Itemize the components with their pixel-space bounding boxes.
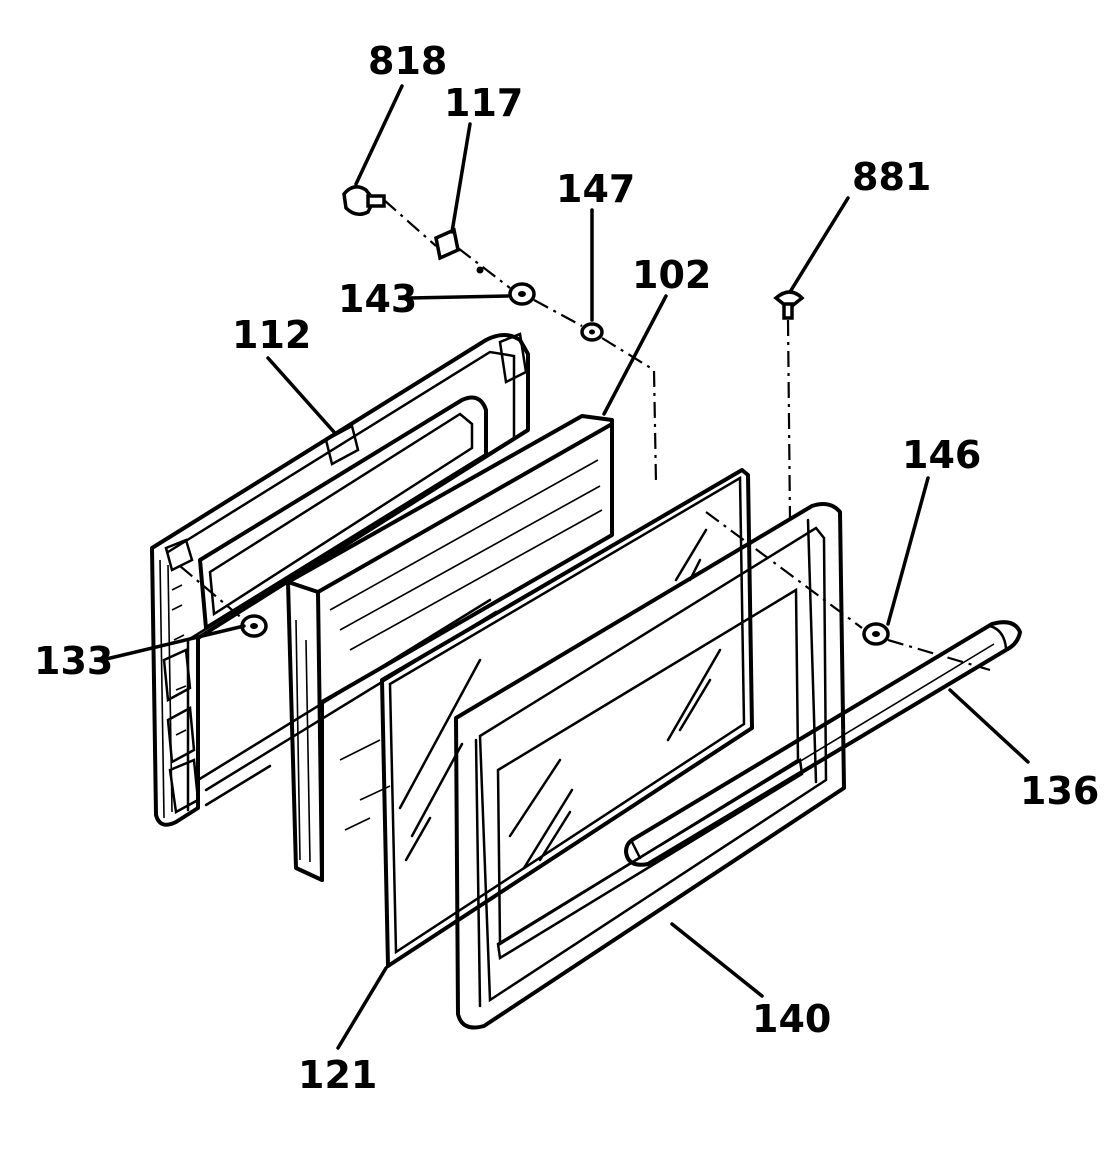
clip-117 <box>434 227 460 261</box>
callout-102: 102 <box>632 253 711 297</box>
callout-136: 136 <box>1020 769 1099 813</box>
door-handle-136 <box>624 620 1022 867</box>
outer-door-frame-140 <box>454 502 846 1030</box>
callout-147: 147 <box>556 167 635 211</box>
assembly-centerlines <box>179 199 991 672</box>
callout-117: 117 <box>444 81 523 125</box>
callout-121: 121 <box>298 1053 377 1097</box>
insulation-batt-102 <box>286 414 614 882</box>
callout-818: 818 <box>368 39 447 83</box>
washer-147 <box>580 322 604 342</box>
callout-140: 140 <box>752 997 831 1041</box>
callout-881: 881 <box>852 155 931 199</box>
callout-146: 146 <box>902 433 981 477</box>
callout-112: 112 <box>232 313 311 357</box>
callout-labels: 818 117 147 881 143 102 112 146 133 136 … <box>34 39 1099 1097</box>
nut-146 <box>862 622 890 646</box>
leader-lines <box>100 84 1030 1050</box>
callout-133: 133 <box>34 639 113 683</box>
screw-818 <box>342 185 386 216</box>
door-glass-121 <box>380 468 754 968</box>
nut-143 <box>508 282 536 306</box>
screw-881 <box>773 290 805 320</box>
nut-133 <box>240 614 268 638</box>
pin-dot <box>476 266 484 274</box>
callout-143: 143 <box>338 277 417 321</box>
